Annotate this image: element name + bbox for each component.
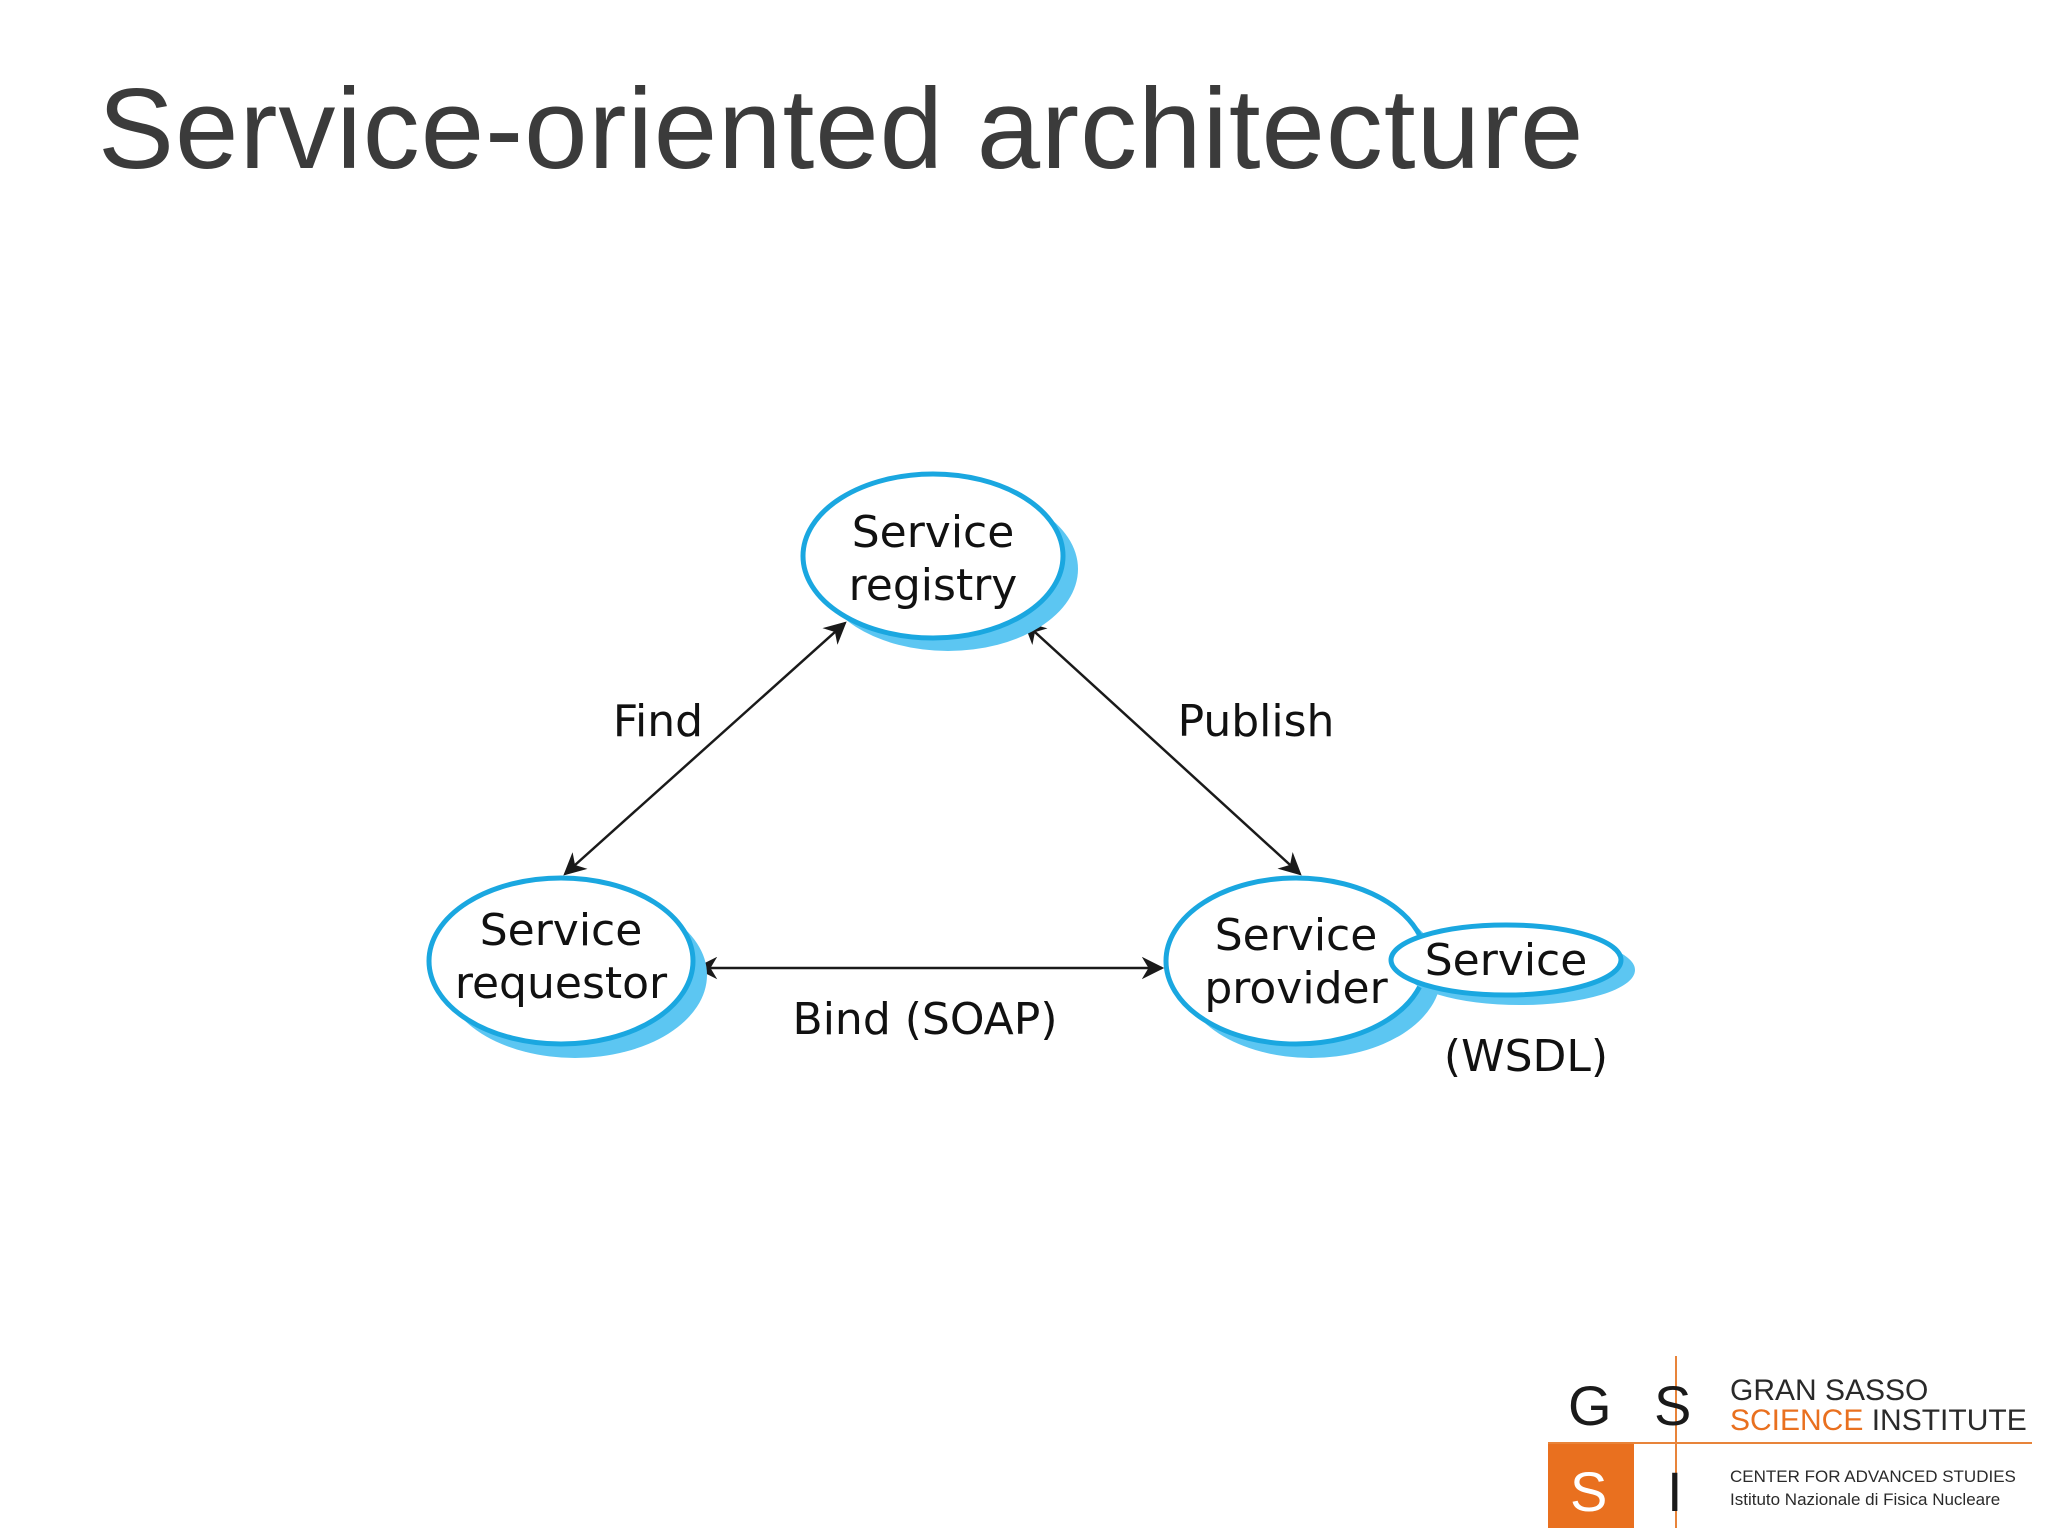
- service-provider-line2: provider: [1204, 963, 1388, 1014]
- logo-name-line2: SCIENCE INSTITUTE: [1730, 1406, 2027, 1436]
- service-requestor-line1: Service: [480, 905, 643, 956]
- service-node: Service: [1388, 922, 1635, 1005]
- logo-name-institute: INSTITUTE: [1871, 1404, 2027, 1437]
- service-provider-node: Service provider: [1163, 875, 1441, 1058]
- bind-label: Bind (SOAP): [793, 994, 1058, 1045]
- publish-label: Publish: [1178, 696, 1335, 747]
- service-requestor-line2: requestor: [455, 958, 668, 1009]
- gssi-logo: G S S I GRAN SASSO SCIENCE INSTITUTE CEN…: [1548, 1356, 2032, 1528]
- service-registry-line2: registry: [849, 560, 1018, 611]
- logo-subtitle-2: Istituto Nazionale di Fisica Nucleare: [1730, 1490, 2001, 1509]
- logo-name-science: SCIENCE: [1730, 1404, 1864, 1437]
- service-node-label: Service: [1425, 935, 1588, 986]
- logo-letter-s-bottom: S: [1570, 1460, 1608, 1523]
- logo-subtitle-1: CENTER FOR ADVANCED STUDIES: [1730, 1467, 2016, 1486]
- service-registry-node: Service registry: [800, 471, 1078, 651]
- wsdl-annotation: (WSDL): [1444, 1031, 1608, 1082]
- slide-title: Service-oriented architecture: [98, 66, 1585, 193]
- logo-orange-cell: [1548, 1444, 1634, 1528]
- logo-letter-g: G: [1568, 1374, 1612, 1437]
- service-registry-line1: Service: [852, 507, 1015, 558]
- find-label: Find: [613, 696, 703, 747]
- service-requestor-node: Service requestor: [426, 875, 707, 1058]
- logo-letter-i: I: [1667, 1460, 1683, 1523]
- logo-letter-s-top: S: [1654, 1374, 1692, 1437]
- logo-divider-horizontal: [1548, 1442, 2032, 1444]
- publish-arrow: [1023, 621, 1302, 876]
- logo-name-line1: GRAN SASSO: [1730, 1374, 1929, 1407]
- service-provider-line1: Service: [1215, 910, 1378, 961]
- find-arrow: [563, 621, 847, 876]
